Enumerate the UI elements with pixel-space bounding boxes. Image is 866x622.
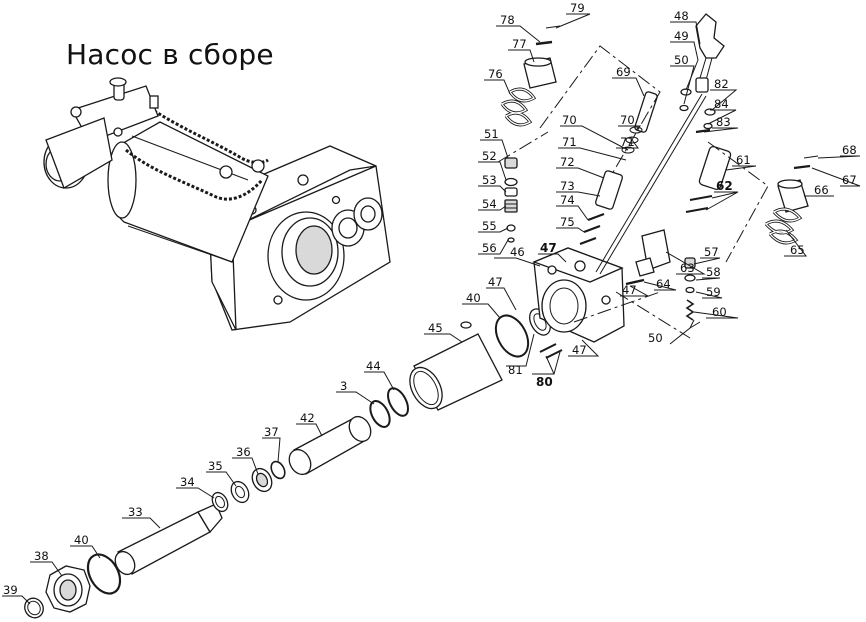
callout-58: 58	[706, 265, 721, 279]
callout-39: 39	[3, 583, 18, 597]
callout-46: 46	[510, 245, 525, 259]
callout-50: 50	[648, 331, 663, 345]
callout-3: 3	[340, 379, 347, 393]
callout-83: 83	[716, 115, 731, 129]
callout-61: 61	[736, 153, 751, 167]
callout-47: 47	[488, 275, 503, 289]
callout-37: 37	[264, 425, 279, 439]
callout-57: 57	[704, 245, 719, 259]
callout-70: 70	[620, 113, 635, 127]
callout-60: 60	[712, 305, 727, 319]
callout-80: 80	[536, 375, 553, 389]
callout-74: 74	[560, 193, 575, 207]
callout-70: 70	[562, 113, 577, 127]
callout-84: 84	[714, 97, 729, 111]
callout-66: 66	[814, 183, 829, 197]
callout-33: 33	[128, 505, 143, 519]
callout-73: 73	[560, 179, 575, 193]
callout-51: 51	[484, 127, 499, 141]
callout-47: 47	[540, 241, 557, 255]
callout-72: 72	[560, 155, 575, 169]
callout-34: 34	[180, 475, 195, 489]
callout-77: 77	[512, 37, 527, 51]
callout-40: 40	[74, 533, 89, 547]
callout-35: 35	[208, 459, 223, 473]
callout-52: 52	[482, 149, 497, 163]
callout-54: 54	[482, 197, 497, 211]
callout-36: 36	[236, 445, 251, 459]
callout-79: 79	[570, 1, 585, 15]
callout-45: 45	[428, 321, 443, 335]
callout-68: 68	[842, 143, 857, 157]
callout-82: 82	[714, 77, 729, 91]
callout-78: 78	[500, 13, 515, 27]
callout-49: 49	[674, 29, 689, 43]
callout-62: 62	[716, 179, 733, 193]
callout-labels: 39 38 40 33 34 35 36 37 42 3 44 45 40 46…	[3, 1, 857, 597]
callout-65: 65	[790, 243, 805, 257]
callout-81: 81	[508, 363, 523, 377]
callout-47: 47	[572, 343, 587, 357]
callout-53: 53	[482, 173, 497, 187]
callout-71: 71	[562, 135, 577, 149]
leader-lines	[2, 13, 861, 605]
callout-40: 40	[466, 291, 481, 305]
assembled-pump-illustration	[43, 77, 391, 331]
callout-44: 44	[366, 359, 381, 373]
callout-76: 76	[488, 67, 503, 81]
callout-42: 42	[300, 411, 315, 425]
callout-56: 56	[482, 241, 497, 255]
callout-63: 63	[680, 261, 695, 275]
callout-71: 71	[620, 135, 635, 149]
callout-50: 50	[674, 53, 689, 67]
callout-64: 64	[656, 277, 671, 291]
callout-38: 38	[34, 549, 49, 563]
exploded-parts	[24, 13, 819, 619]
callout-48: 48	[674, 9, 689, 23]
callout-75: 75	[560, 215, 575, 229]
callout-69: 69	[616, 65, 631, 79]
callout-67: 67	[842, 173, 857, 187]
callout-55: 55	[482, 219, 497, 233]
drawing-title: Насос в сборе	[66, 38, 274, 71]
callout-59: 59	[706, 285, 721, 299]
callout-47: 47	[622, 283, 637, 297]
